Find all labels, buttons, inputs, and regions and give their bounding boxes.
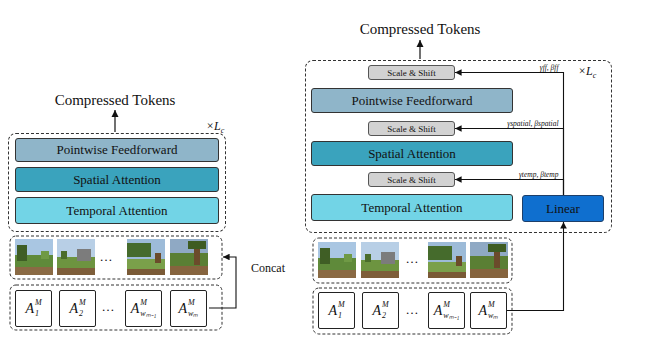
caption-label: Compressed Tokens [360, 21, 481, 38]
block-label: Temporal Attention [66, 203, 167, 219]
caption-label: Compressed Tokens [55, 92, 176, 109]
output-arrow [419, 40, 420, 59]
token-superscript: M [338, 301, 345, 309]
modulation-parameters: γff, βff [539, 63, 560, 72]
token-subscript: wₘ [188, 310, 198, 318]
token-symbol: A [328, 303, 337, 319]
index-stack: M2 [382, 301, 389, 320]
temporal-attention-box: Temporal Attention [311, 194, 513, 221]
block-label: Temporal Attention [361, 200, 462, 216]
token-superscript: M [488, 301, 495, 309]
index-stack: Mwₘ [188, 299, 198, 318]
action-token-box: AM2 [362, 292, 399, 329]
game-frame [470, 242, 508, 278]
token-symbol: A [434, 303, 443, 319]
token-subscript: 2 [382, 312, 386, 320]
game-frame [318, 242, 356, 278]
modulation-parameters: γspatial, βspatial [506, 119, 559, 128]
frame-row [313, 238, 512, 283]
repeat-subscript: c [593, 71, 597, 80]
game-frame [15, 239, 53, 275]
layer-block-frame: ×LcPointwise FeedforwardSpatial Attentio… [8, 133, 226, 232]
token-superscript: M [188, 299, 195, 307]
scale-shift-box: Scale & Shift [368, 121, 455, 136]
repeat-count: ×L [206, 119, 221, 133]
frame-row [10, 236, 222, 279]
spatial-attention-box: Spatial Attention [15, 167, 219, 192]
token-superscript: M [35, 299, 42, 307]
ellipsis: … [406, 251, 419, 267]
action-token-box: AM1 [318, 292, 355, 329]
action-row [313, 288, 512, 334]
token-symbol: A [131, 301, 140, 317]
layer-block-frame: ×LcScale & ShiftPointwise FeedforwardSca… [305, 60, 612, 233]
index-stack: Mwₘ₋₁ [443, 301, 459, 320]
token-subscript: wₘ [488, 312, 498, 320]
action-token-box: AMwₘ [170, 290, 207, 327]
block-label: Scale & Shift [387, 68, 436, 78]
block-label: Pointwise Feedforward [352, 93, 473, 109]
index-stack: Mwₘ₋₁ [140, 299, 156, 318]
token-symbol: A [479, 303, 488, 319]
modulation-parameters: γtemp, βtemp [518, 170, 560, 179]
temporal-attention-box: Temporal Attention [15, 197, 219, 224]
spatial-attention-box: Spatial Attention [311, 141, 513, 166]
game-frame [170, 239, 208, 275]
token-subscript: wₘ₋₁ [140, 310, 156, 318]
action-token-box: AMwₘ₋₁ [125, 290, 162, 327]
token-symbol: A [25, 301, 34, 317]
token-subscript: wₘ₋₁ [443, 312, 459, 320]
ellipsis: … [102, 299, 115, 315]
token-subscript: 1 [338, 312, 342, 320]
action-token-box: AM2 [59, 290, 96, 327]
scale-shift-box: Scale & Shift [368, 65, 455, 80]
index-stack: M2 [79, 299, 86, 318]
block-label: Spatial Attention [368, 146, 456, 162]
block-label: Scale & Shift [387, 175, 436, 185]
repeat-tag: ×Lc [206, 119, 224, 135]
token-subscript: 1 [35, 310, 39, 318]
action-token-box: AMwₘ₋₁ [428, 292, 465, 329]
output-arrow [114, 110, 115, 132]
repeat-count: ×L [578, 64, 593, 78]
block-label: Scale & Shift [387, 124, 436, 134]
repeat-subscript: c [221, 126, 225, 135]
index-stack: M1 [35, 299, 42, 318]
token-superscript: M [382, 301, 389, 309]
index-stack: Mwₘ [488, 301, 498, 320]
action-token-box: AMwₘ [470, 292, 507, 329]
ellipsis: … [100, 249, 113, 265]
token-symbol: A [69, 301, 78, 317]
concat-bracket [209, 257, 236, 308]
caption-label: Concat [251, 261, 285, 276]
block-label: Spatial Attention [73, 172, 161, 188]
token-superscript: M [443, 301, 450, 309]
feedforward-box: Pointwise Feedforward [311, 88, 513, 113]
action-row [10, 285, 222, 330]
block-label: Linear [546, 201, 580, 217]
modulation-arrow [455, 180, 564, 196]
game-frame [361, 242, 399, 278]
game-frame [57, 239, 95, 275]
block-label: Pointwise Feedforward [57, 142, 178, 158]
token-subscript: 2 [79, 310, 83, 318]
game-frame [428, 242, 466, 278]
modulation-arrow [507, 222, 564, 311]
ellipsis: … [406, 302, 419, 318]
repeat-tag: ×Lc [578, 64, 596, 80]
token-superscript: M [79, 299, 86, 307]
game-frame [127, 239, 165, 275]
linear-box: Linear [522, 195, 604, 222]
token-symbol: A [372, 303, 381, 319]
action-token-box: AM1 [15, 290, 52, 327]
scale-shift-box: Scale & Shift [368, 172, 455, 187]
token-superscript: M [140, 299, 147, 307]
token-symbol: A [179, 301, 188, 317]
feedforward-box: Pointwise Feedforward [15, 138, 219, 162]
index-stack: M1 [338, 301, 345, 320]
